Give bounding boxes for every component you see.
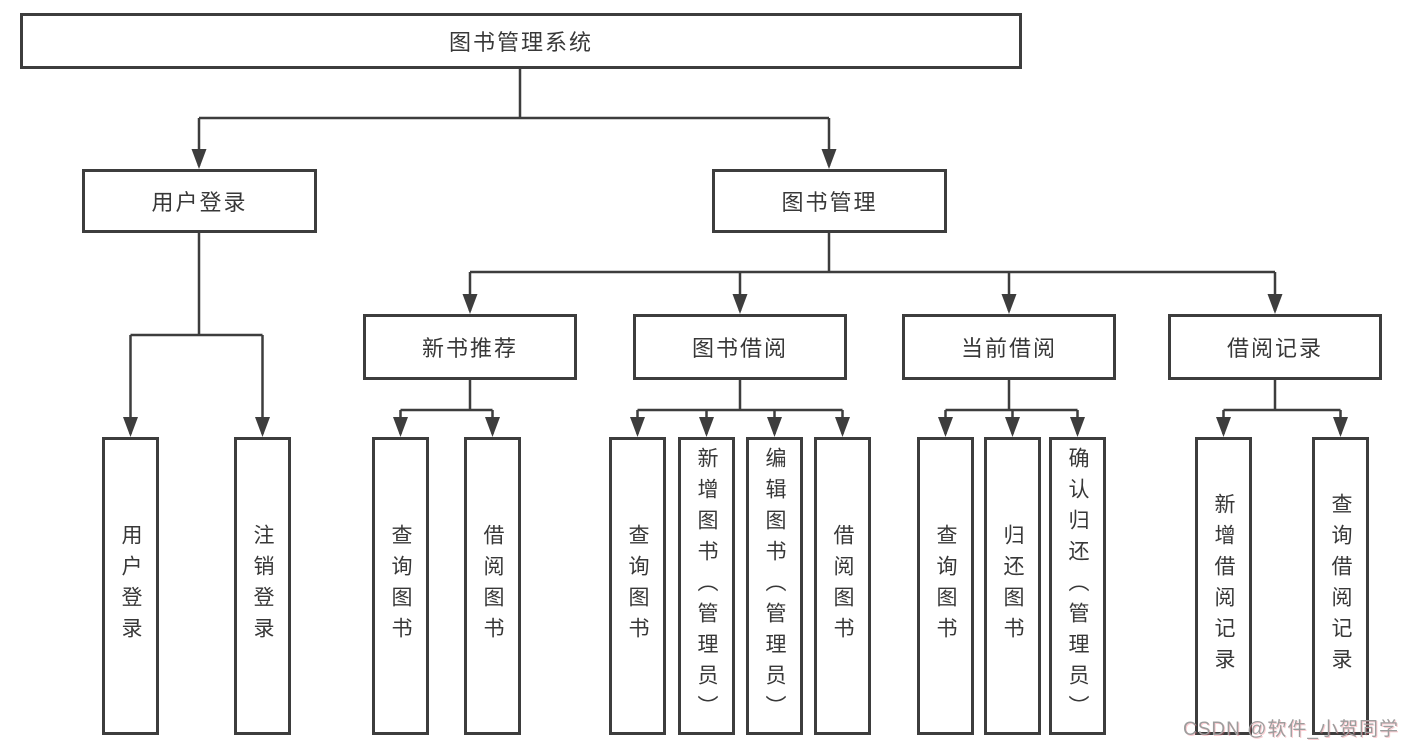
- arrowhead-down-icon: [699, 417, 714, 437]
- leaf-borrow-books-recommend: 借阅图书: [464, 437, 521, 735]
- arrowhead-down-icon: [1005, 417, 1020, 437]
- connector-user-login-branch: [129, 233, 264, 434]
- arrowhead-down-icon: [835, 417, 850, 437]
- node-library-management-system: 图书管理系统: [20, 13, 1022, 69]
- arrowhead-down-icon: [938, 417, 953, 437]
- arrowhead-down-icon: [393, 417, 408, 437]
- node-current-borrow: 当前借阅: [902, 314, 1116, 380]
- leaf-return-books: 归还图书: [984, 437, 1041, 735]
- connector-book-borrow-branch: [636, 380, 844, 434]
- arrowhead-down-icon: [1333, 417, 1348, 437]
- arrowhead-down-icon: [630, 417, 645, 437]
- leaf-add-borrow-record: 新增借阅记录: [1195, 437, 1252, 735]
- arrowhead-down-icon: [732, 294, 748, 314]
- arrowhead-down-icon: [1070, 417, 1085, 437]
- node-user-login: 用户登录: [82, 169, 317, 233]
- node-book-borrow: 图书借阅: [633, 314, 847, 380]
- connector-root-to-level2: [197, 69, 831, 166]
- connector-book-management-branch: [468, 233, 1277, 311]
- leaf-query-borrow-record: 查询借阅记录: [1312, 437, 1369, 735]
- arrowhead-down-icon: [1001, 294, 1017, 314]
- leaf-user-login: 用户登录: [102, 437, 159, 735]
- arrowhead-down-icon: [191, 149, 207, 169]
- arrowhead-down-icon: [462, 294, 478, 314]
- arrowhead-down-icon: [485, 417, 500, 437]
- arrowhead-down-icon: [1267, 294, 1283, 314]
- leaf-confirm-return-admin: 确认归还（管理员）: [1049, 437, 1106, 735]
- node-borrow-records: 借阅记录: [1168, 314, 1382, 380]
- leaf-edit-books-admin: 编辑图书（管理员）: [746, 437, 803, 735]
- leaf-logout: 注销登录: [234, 437, 291, 735]
- arrowhead-down-icon: [821, 149, 837, 169]
- node-new-book-recommend: 新书推荐: [363, 314, 577, 380]
- csdn-watermark: CSDN @软件_小贺同学: [1183, 719, 1399, 740]
- arrowhead-down-icon: [123, 417, 138, 437]
- leaf-add-books-admin: 新增图书（管理员）: [678, 437, 735, 735]
- node-book-management: 图书管理: [712, 169, 947, 233]
- leaf-query-books-borrow: 查询图书: [609, 437, 666, 735]
- connector-new-book-recommend-branch: [399, 380, 494, 434]
- leaf-borrow-books: 借阅图书: [814, 437, 871, 735]
- connector-borrow-records-branch: [1222, 380, 1342, 434]
- arrowhead-down-icon: [1216, 417, 1231, 437]
- arrowhead-down-icon: [255, 417, 270, 437]
- arrowhead-down-icon: [767, 417, 782, 437]
- leaf-query-books-current: 查询图书: [917, 437, 974, 735]
- leaf-query-books-recommend: 查询图书: [372, 437, 429, 735]
